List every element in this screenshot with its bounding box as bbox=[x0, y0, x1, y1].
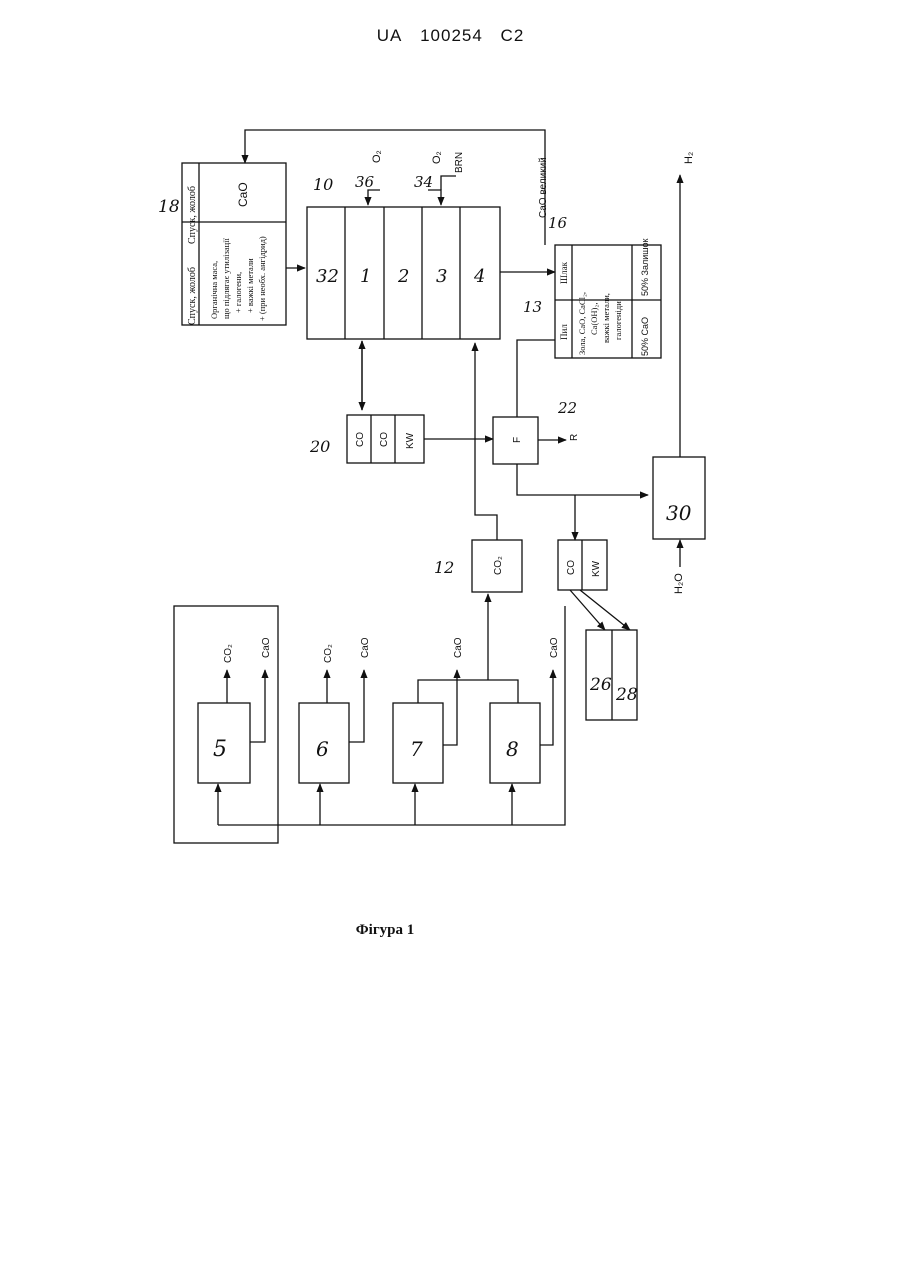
out-line-2: Ca(OH)₂, bbox=[589, 303, 599, 335]
ref-18: 18 bbox=[158, 197, 180, 217]
feed-title-2: Спуск, жолоб bbox=[187, 267, 198, 325]
r-label: R bbox=[569, 434, 580, 441]
ref-26: 26 bbox=[589, 675, 612, 695]
feed-line-1: Органічна маса, bbox=[209, 261, 219, 319]
feed-cao: CaO bbox=[236, 182, 250, 207]
cao-out-8: CaO bbox=[549, 637, 560, 658]
brn-label: BRN bbox=[454, 152, 465, 173]
co-box-label: CO bbox=[566, 560, 577, 575]
ref-32: 32 bbox=[316, 266, 339, 287]
co2-box-label: CO₂ bbox=[493, 556, 504, 575]
ref-20: 20 bbox=[309, 437, 330, 456]
feed-line-2: що підлягає утилізації bbox=[221, 238, 231, 319]
o2-label-36: O₂ bbox=[371, 150, 383, 163]
ref-3: 3 bbox=[436, 266, 447, 287]
ref-28: 28 bbox=[615, 685, 638, 705]
dust-label: Пил bbox=[559, 324, 569, 340]
co-label-2: CO bbox=[379, 432, 390, 447]
co2-out-5: CO₂ bbox=[223, 644, 234, 663]
out-line-1: Зола, CaO, CaCl₂, bbox=[577, 292, 587, 355]
filter-f-label: F bbox=[512, 437, 523, 443]
h2-label: H₂ bbox=[683, 152, 695, 164]
ref-5: 5 bbox=[213, 737, 227, 762]
cao-out-5: CaO bbox=[261, 637, 272, 658]
ref-7: 7 bbox=[410, 737, 423, 761]
feed-line-5: + (при необх. ангідрид) bbox=[257, 236, 267, 321]
slag-label: Шлак bbox=[559, 261, 569, 284]
kw-box-label: KW bbox=[591, 560, 602, 577]
pct-rest: 50% Залишок bbox=[640, 239, 650, 296]
ref-36: 36 bbox=[355, 173, 375, 191]
ref-1: 1 bbox=[360, 266, 371, 287]
ref-6: 6 bbox=[316, 737, 329, 761]
pct-cao: 50% CaO bbox=[640, 317, 650, 356]
feed-title-1: Спуск, жолоб bbox=[187, 186, 198, 244]
h2o-label: H₂O bbox=[673, 573, 685, 594]
ref-8: 8 bbox=[506, 737, 519, 761]
feed-line-3: + галогени, bbox=[233, 272, 243, 313]
ref-16: 16 bbox=[548, 214, 568, 232]
cao-out-6: CaO bbox=[360, 637, 371, 658]
out-line-3: важкі метали, bbox=[601, 293, 611, 343]
ref-12: 12 bbox=[434, 558, 454, 577]
ref-30: 30 bbox=[666, 501, 692, 525]
ref-4: 4 bbox=[473, 266, 485, 287]
feed-line-4: + важкі метали bbox=[245, 258, 255, 313]
out-line-4: галогеніди bbox=[613, 301, 623, 340]
ref-2: 2 bbox=[397, 266, 409, 287]
cao-excess-label: CaO великий bbox=[538, 157, 549, 218]
co2-out-6: CO₂ bbox=[323, 644, 334, 663]
figure-caption: Фігура 1 bbox=[0, 922, 770, 939]
o2-arrow-34 bbox=[428, 190, 441, 205]
cao-out-7: CaO bbox=[453, 637, 464, 658]
ref-34: 34 bbox=[414, 173, 433, 191]
ref-13: 13 bbox=[523, 298, 542, 316]
ref-10: 10 bbox=[313, 175, 333, 194]
o2-arrow-36 bbox=[368, 190, 380, 205]
co-label-1: CO bbox=[355, 432, 366, 447]
ref-22: 22 bbox=[557, 399, 577, 417]
box-30 bbox=[653, 457, 705, 539]
kw-label: KW bbox=[405, 432, 416, 449]
o2-label-34: O₂ bbox=[431, 151, 443, 164]
